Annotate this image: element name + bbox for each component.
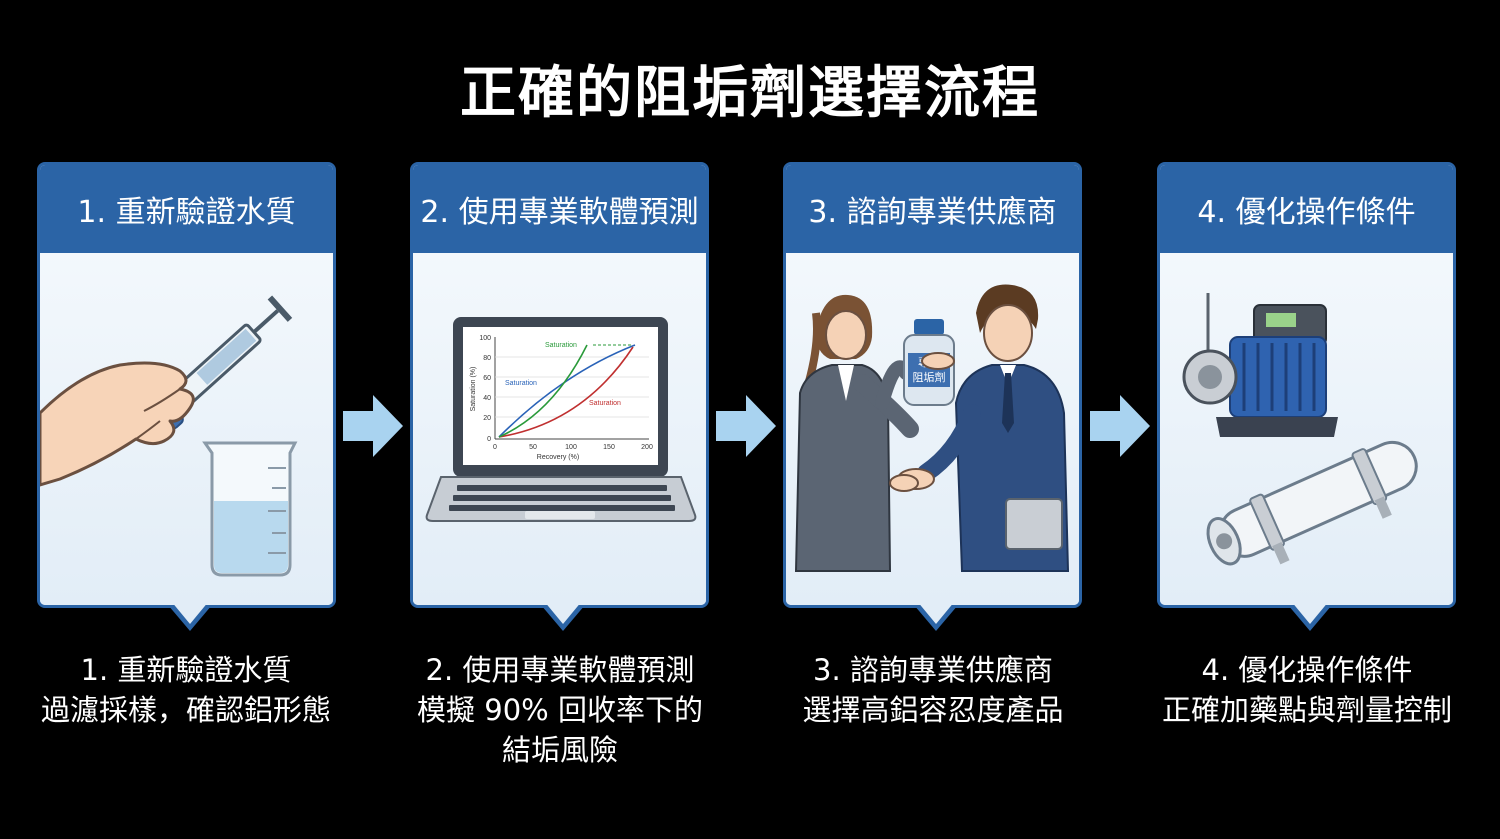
- x-axis-label: Recovery (%): [537, 454, 579, 461]
- bottle-label-line2: 阻垢劑: [913, 370, 946, 384]
- step-card-2: 2. 使用專業軟體預測: [410, 162, 709, 631]
- step-2-caption: 2. 使用專業軟體預測 模擬 90% 回收率下的結垢風險: [380, 650, 740, 770]
- y-tick: 0: [487, 436, 491, 443]
- x-tick: 200: [641, 444, 653, 451]
- hand-icon: [40, 361, 195, 487]
- page-title: 正確的阻垢劑選擇流程: [460, 61, 1040, 126]
- step-card-1: 1. 重新驗證水質: [37, 162, 336, 631]
- chart-annotation: Saturation: [505, 380, 537, 387]
- membrane-vessel-icon: [1206, 440, 1418, 566]
- step-2-caption-title: 2. 使用專業軟體預測: [425, 653, 695, 687]
- x-tick: 0: [493, 444, 497, 451]
- step-1-caption-title: 1. 重新驗證水質: [80, 653, 292, 687]
- step-2-header: 2. 使用專業軟體預測: [413, 165, 706, 253]
- consultant-woman-icon: [794, 294, 919, 572]
- saturation-chart: 100 80 60 40 20 0 0 50 100 150 200 Recov…: [470, 335, 653, 461]
- step-3-caption-desc: 選擇高鋁容忍度產品: [802, 693, 1064, 727]
- y-tick: 20: [483, 415, 491, 422]
- beaker-icon: [202, 441, 298, 577]
- x-tick: 100: [565, 444, 577, 451]
- step-4-caption-desc: 正確加藥點與劑量控制: [1161, 693, 1452, 727]
- y-tick: 40: [483, 395, 491, 402]
- step-1-header: 1. 重新驗證水質: [40, 165, 333, 253]
- x-tick: 150: [603, 444, 615, 451]
- consultant-man-icon: [917, 284, 1070, 572]
- chart-annotation: Saturation: [545, 342, 577, 349]
- step-4-illustration: [1160, 253, 1453, 605]
- step-card-4: 4. 優化操作條件: [1157, 162, 1456, 631]
- step-card-3: 3. 諮詢專業供應商 專用 阻垢劑: [783, 162, 1082, 631]
- handshake-icon: [889, 352, 955, 492]
- step-3-header: 3. 諮詢專業供應商: [786, 165, 1079, 253]
- arrow-right-icon: [343, 395, 403, 457]
- dosing-pump-icon: [1182, 293, 1338, 437]
- x-tick: 50: [529, 444, 537, 451]
- step-4-header: 4. 優化操作條件: [1160, 165, 1453, 253]
- arrow-right-icon: [1090, 395, 1150, 457]
- step-1-illustration: [40, 253, 333, 605]
- step-2-illustration: 100 80 60 40 20 0 0 50 100 150 200 Recov…: [413, 253, 706, 605]
- y-tick: 60: [483, 375, 491, 382]
- y-tick: 80: [483, 355, 491, 362]
- arrow-right-icon: [716, 395, 776, 457]
- step-3-caption-title: 3. 諮詢專業供應商: [813, 653, 1053, 687]
- y-tick: 100: [479, 335, 491, 342]
- step-1-caption-desc: 過濾採樣，確認鋁形態: [40, 693, 331, 727]
- step-2-caption-desc: 模擬 90% 回收率下的結垢風險: [417, 693, 703, 767]
- step-1-caption: 1. 重新驗證水質 過濾採樣，確認鋁形態: [6, 650, 366, 730]
- step-4-caption: 4. 優化操作條件 正確加藥點與劑量控制: [1127, 650, 1487, 730]
- chart-annotation: Saturation: [589, 400, 621, 407]
- step-4-caption-title: 4. 優化操作條件: [1201, 653, 1413, 687]
- y-axis-label: Saturation (%): [470, 367, 477, 412]
- step-3-illustration: 專用 阻垢劑: [786, 253, 1079, 605]
- step-3-caption: 3. 諮詢專業供應商 選擇高鋁容忍度產品: [753, 650, 1113, 730]
